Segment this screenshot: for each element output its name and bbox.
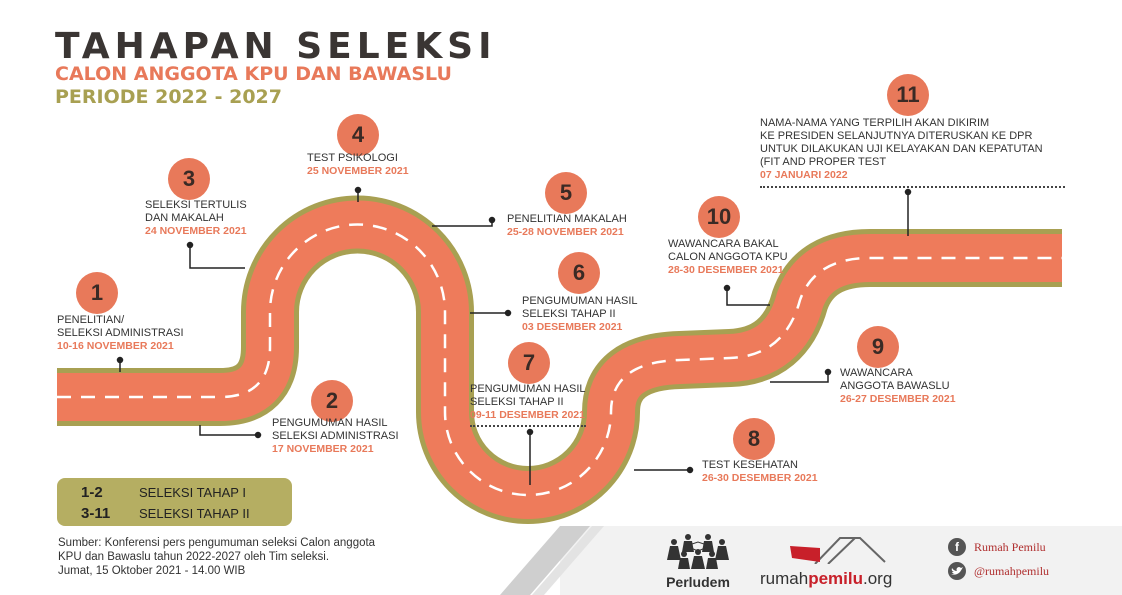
step-number: 7 xyxy=(508,342,550,384)
step-date: 25 NOVEMBER 2021 xyxy=(307,165,409,177)
facebook-link[interactable]: f Rumah Pemilu xyxy=(948,538,1049,556)
perludem-logo: Perludem xyxy=(658,530,738,592)
step-date: 28-30 DESEMBER 2021 xyxy=(668,264,784,276)
step-date: 03 DESEMBER 2021 xyxy=(522,321,623,333)
step-number: 8 xyxy=(733,418,775,460)
label-line: PENELITIAN MAKALAH xyxy=(507,213,627,225)
step-8-label: TEST KESEHATAN 26-30 DESEMBER 2021 xyxy=(702,459,818,485)
twitter-link[interactable]: @rumahpemilu xyxy=(948,562,1049,580)
label-line: SELEKSI TAHAP II xyxy=(470,396,564,408)
footer-stripe xyxy=(500,526,604,595)
source-line: Jumat, 15 Oktober 2021 - 14.00 WIB xyxy=(58,565,246,577)
social-links: f Rumah Pemilu @rumahpemilu xyxy=(948,538,1049,580)
label-line: (FIT AND PROPER TEST xyxy=(760,156,887,168)
step-number: 3 xyxy=(168,158,210,200)
roof-icon xyxy=(790,537,886,565)
source-note: Sumber: Konferensi pers pengumuman selek… xyxy=(58,536,375,578)
legend: 1-2 SELEKSI TAHAP I 3-11 SELEKSI TAHAP II xyxy=(57,478,292,526)
label-line: PENGUMUMAN HASIL xyxy=(522,295,638,307)
legend-range: 1-2 xyxy=(81,484,103,501)
text-part: rumah xyxy=(760,569,809,588)
label-line: SELEKSI TAHAP II xyxy=(522,308,616,320)
label-line: DAN MAKALAH xyxy=(145,212,224,224)
twitter-bird-icon xyxy=(951,567,963,575)
people-icon xyxy=(667,534,729,569)
legend-row: 3-11 SELEKSI TAHAP II xyxy=(81,505,250,522)
step-5-label: PENELITIAN MAKALAH 25-28 NOVEMBER 2021 xyxy=(507,213,627,239)
step-number: 11 xyxy=(887,74,929,116)
text-part: pemilu xyxy=(808,569,863,588)
rumahpemilu-text: rumahpemilu.org xyxy=(760,569,910,589)
label-line: SELEKSI TERTULIS xyxy=(145,199,247,211)
step-date: 17 NOVEMBER 2021 xyxy=(272,443,374,455)
label-line: ANGGOTA BAWASLU xyxy=(840,380,950,392)
label-line: PENELITIAN/ xyxy=(57,314,125,326)
legend-row: 1-2 SELEKSI TAHAP I xyxy=(81,484,246,501)
step-number: 10 xyxy=(698,196,740,238)
step-date: 10-16 NOVEMBER 2021 xyxy=(57,340,174,352)
label-line: TEST KESEHATAN xyxy=(702,459,798,471)
label-line: PENGUMUMAN HASIL xyxy=(272,417,388,429)
perludem-text: Perludem xyxy=(658,574,738,590)
twitter-icon xyxy=(948,562,966,580)
step-number: 6 xyxy=(558,252,600,294)
connector-lines xyxy=(116,186,912,485)
step-number: 5 xyxy=(545,172,587,214)
page-subtitle: CALON ANGGOTA KPU DAN BAWASLU xyxy=(55,63,452,85)
label-line: WAWANCARA xyxy=(840,367,913,379)
text-part: .org xyxy=(862,569,893,588)
step-1-label: PENELITIAN/SELEKSI ADMINISTRASI 10-16 NO… xyxy=(57,314,184,353)
source-line: KPU dan Bawaslu tahun 2022-2027 oleh Tim… xyxy=(58,551,330,563)
source-line: Sumber: Konferensi pers pengumuman selek… xyxy=(58,537,376,549)
label-line: SELEKSI ADMINISTRASI xyxy=(57,327,184,339)
footer: Perludem rumahpemilu.org f Rumah Pemilu @… xyxy=(500,526,1122,595)
step-date: 09-11 DESEMBER 2021 xyxy=(470,409,585,421)
step-number: 1 xyxy=(76,272,118,314)
label-line: TEST PSIKOLOGI xyxy=(307,152,398,164)
legend-label: SELEKSI TAHAP II xyxy=(139,506,250,521)
label-line: CALON ANGGOTA KPU xyxy=(668,251,788,263)
label-line: KE PRESIDEN SELANJUTNYA DITERUSKAN KE DP… xyxy=(760,130,1033,142)
facebook-text: Rumah Pemilu xyxy=(974,539,1046,554)
step-date: 25-28 NOVEMBER 2021 xyxy=(507,226,624,238)
page-title: TAHAPAN SELEKSI xyxy=(55,26,497,67)
step-date: 26-27 DESEMBER 2021 xyxy=(840,393,956,405)
legend-range: 3-11 xyxy=(81,505,111,522)
label-line: UNTUK DILAKUKAN UJI KELAYAKAN DAN KEPATU… xyxy=(760,143,1043,155)
step-4-label: TEST PSIKOLOGI 25 NOVEMBER 2021 xyxy=(307,152,409,178)
step-date: 07 JANUARI 2022 xyxy=(760,169,848,181)
label-line: SELEKSI ADMINISTRASI xyxy=(272,430,399,442)
step-number: 2 xyxy=(311,380,353,422)
period: PERIODE 2022 - 2027 xyxy=(55,86,282,108)
label-line: PENGUMUMAN HASIL xyxy=(470,383,586,395)
step-number: 4 xyxy=(337,114,379,156)
label-line: NAMA-NAMA YANG TERPILIH AKAN DIKIRIM xyxy=(760,117,990,129)
twitter-text: @rumahpemilu xyxy=(974,563,1050,578)
legend-label: SELEKSI TAHAP I xyxy=(139,485,246,500)
facebook-icon: f xyxy=(948,538,966,556)
step-number: 9 xyxy=(857,326,899,368)
rumahpemilu-logo: rumahpemilu.org xyxy=(760,534,910,589)
label-line: WAWANCARA BAKAL xyxy=(668,238,779,250)
step-date: 24 NOVEMBER 2021 xyxy=(145,225,247,237)
step-date: 26-30 DESEMBER 2021 xyxy=(702,472,818,484)
